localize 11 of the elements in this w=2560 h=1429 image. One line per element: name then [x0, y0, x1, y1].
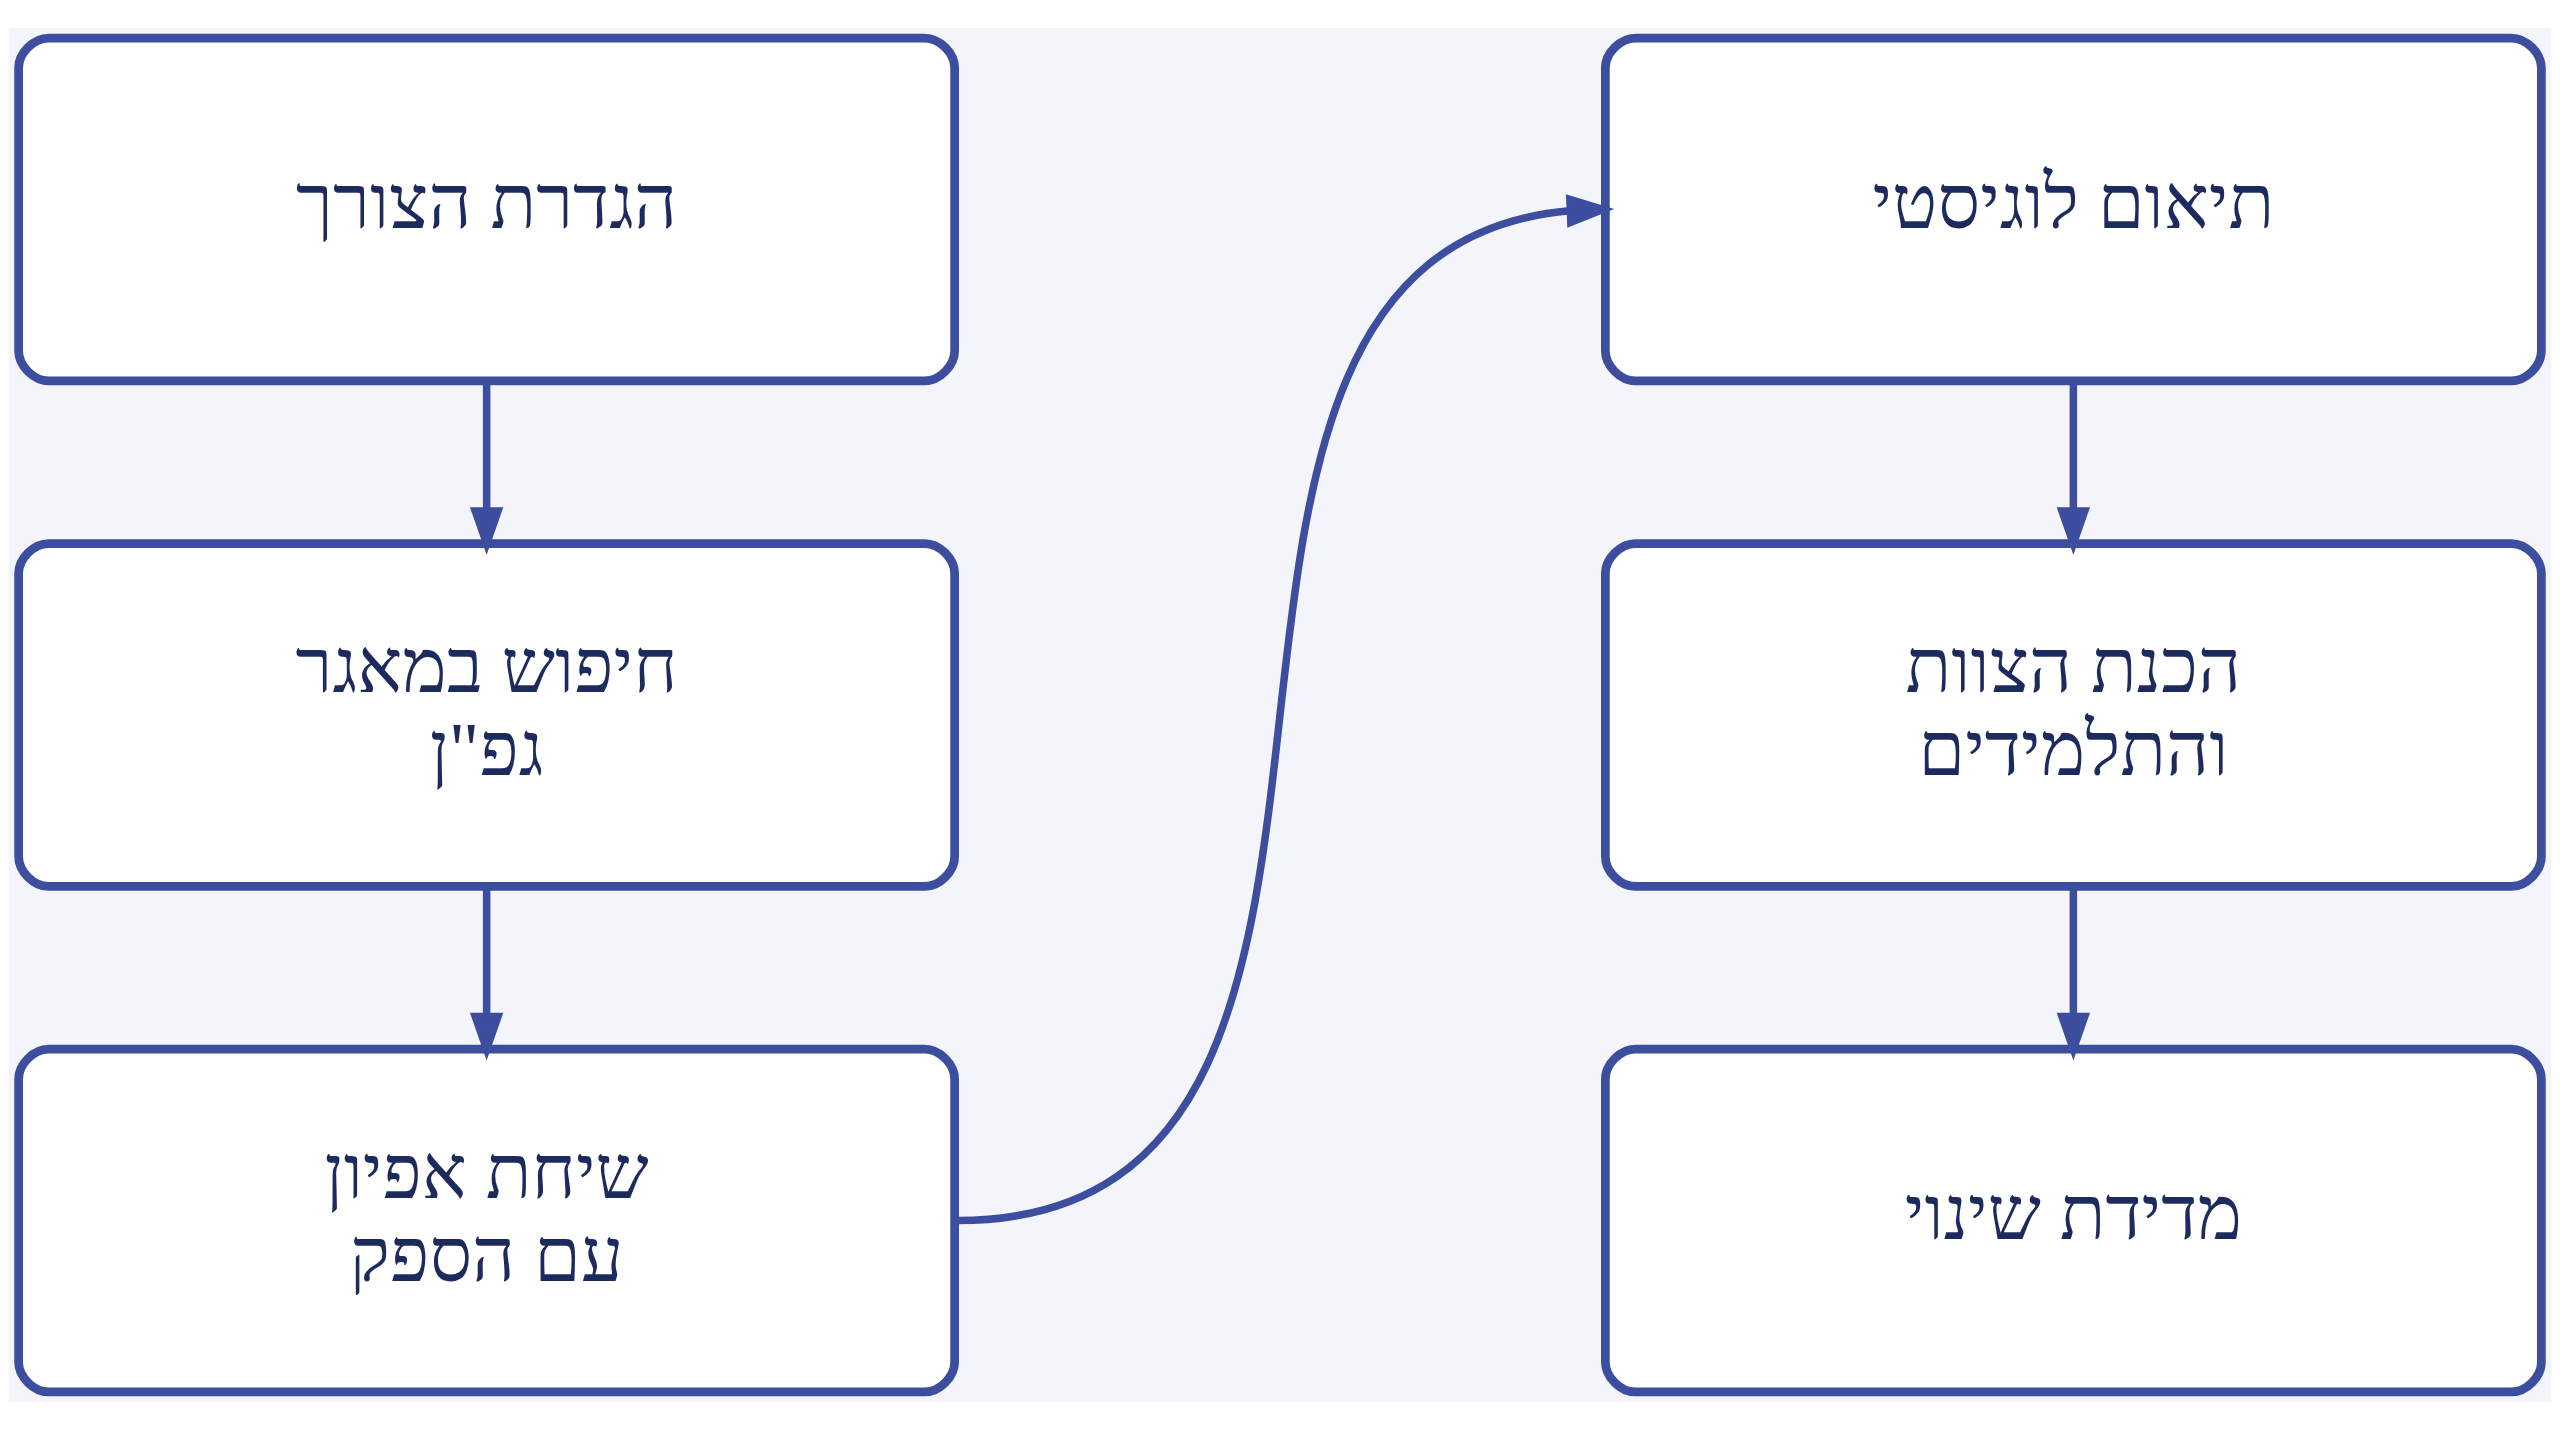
- node-box: הכנת הצוות והתלמידים: [1600, 538, 2546, 891]
- arrow: [956, 193, 1615, 1224]
- arrow: [2056, 380, 2091, 555]
- arrow: [469, 380, 504, 555]
- arrow: [2056, 885, 2091, 1060]
- node-box: שיחת אפיון עם הספק: [14, 1044, 959, 1396]
- node-box: חיפוש במאגר גפ"ן: [14, 538, 959, 891]
- node-box: הגדרת הצורך: [14, 33, 959, 385]
- node-box: מדידת שינוי: [1600, 1044, 2546, 1396]
- arrow: [469, 885, 504, 1060]
- node-box: תיאום לוגיסטי: [1600, 33, 2546, 385]
